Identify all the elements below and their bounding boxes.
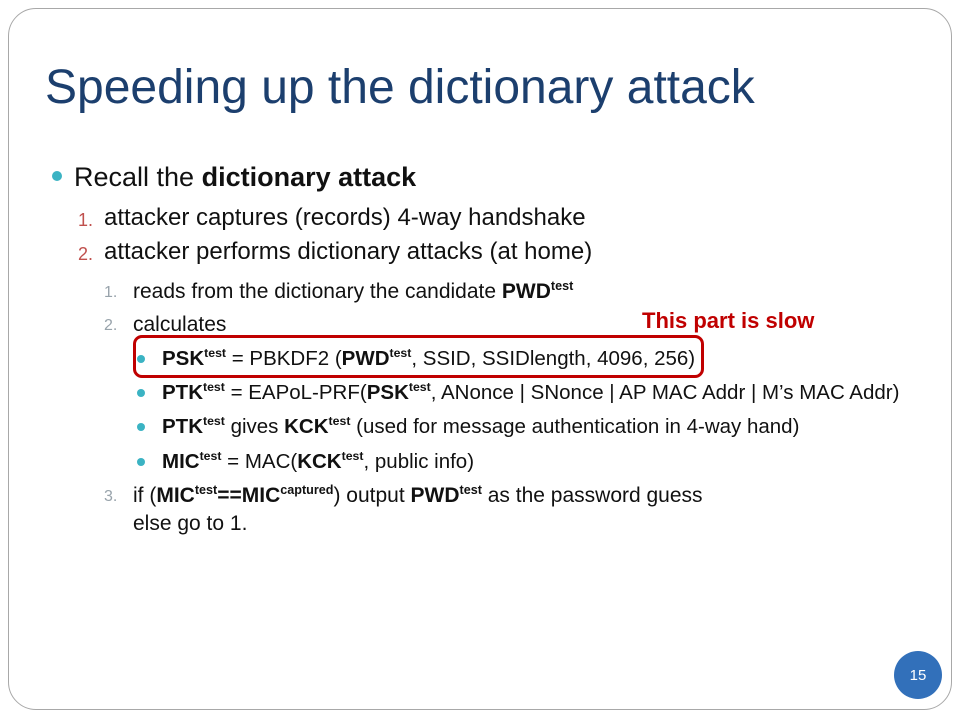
step-number: 1. [78, 210, 94, 230]
calc-superscript: test [204, 346, 227, 361]
calc-text: , public info) [363, 450, 475, 473]
calc-item: MICtest = MAC(KCKtest, public info) [162, 449, 475, 473]
substep-number: 2. [104, 317, 118, 334]
calc-superscript: test [199, 449, 222, 464]
substep-text: ) output [333, 484, 411, 507]
bullet-dot [137, 355, 145, 363]
calc-item: PTKtest = EAPoL-PRF(PSKtest, ANonce | SN… [162, 380, 900, 404]
page-number-badge: 15 [894, 651, 942, 699]
substep-line: if (MICtest==MICcaptured) output PWDtest… [133, 482, 703, 538]
calc-text: = MAC( [221, 450, 298, 473]
calc-superscript: test [408, 380, 431, 395]
calc-superscript: test [328, 414, 351, 429]
calc-text: = PBKDF2 ( [226, 347, 342, 370]
intro-emphasis: dictionary attack [201, 162, 417, 192]
calc-text: , ANonce | SNonce | AP MAC Addr | M’s MA… [430, 381, 900, 404]
substep-superscript: test [550, 279, 574, 294]
substep-text: if ( [133, 484, 157, 507]
calc-symbol: PWD [341, 347, 390, 370]
bullet-dot [137, 423, 145, 431]
slide-frame [8, 8, 952, 710]
calc-symbol: KCK [297, 450, 342, 473]
calc-superscript: test [203, 380, 225, 395]
calc-superscript: test [389, 346, 412, 361]
substep-superscript: captured [280, 483, 334, 498]
substep-variable: MIC [156, 484, 195, 507]
calc-symbol: MIC [162, 450, 200, 473]
intro-line: Recall the dictionary attack [74, 164, 416, 191]
step-number: 2. [78, 244, 94, 264]
calc-superscript: test [203, 414, 225, 429]
substep-text: calculates [133, 313, 227, 336]
calc-symbol: KCK [284, 415, 329, 438]
step-text: attacker performs dictionary attacks (at… [104, 238, 593, 265]
calc-symbol: PSK [162, 347, 205, 370]
substep-variable: ==MIC [217, 484, 281, 507]
calc-item: PTKtest gives KCKtest (used for message … [162, 414, 800, 438]
calc-symbol: PSK [366, 381, 409, 404]
calc-text: , SSID, SSIDlength, 4096, 256) [411, 347, 696, 370]
substep-continuation: else go to 1. [133, 512, 248, 535]
substep-text: as the password guess [481, 484, 703, 507]
substep-text: reads from the dictionary the candidate [133, 280, 502, 303]
highlight-box [133, 335, 704, 378]
intro-lead: Recall the [74, 162, 202, 192]
page-number: 15 [909, 666, 927, 684]
calc-item: PSKtest = PBKDF2 (PWDtest, SSID, SSIDlen… [162, 346, 696, 370]
bullet-dot [137, 458, 145, 466]
calc-symbol: PTK [162, 381, 203, 404]
substep-line: reads from the dictionary the candidate … [133, 279, 574, 303]
bullet-dot [52, 171, 62, 181]
calc-text: gives [224, 415, 285, 438]
substep-superscript: test [459, 483, 482, 498]
slide-title: Speeding up the dictionary attack [45, 61, 755, 114]
step-text: attacker captures (records) 4-way handsh… [104, 204, 586, 231]
substep-variable: PWD [501, 280, 551, 303]
substep-variable: PWD [410, 484, 460, 507]
calc-text: (used for message authentication in 4-wa… [350, 415, 800, 438]
callout-label: This part is slow [642, 308, 815, 333]
bullet-dot [137, 389, 145, 397]
calc-superscript: test [341, 449, 364, 464]
substep-number: 3. [104, 488, 118, 505]
substep-superscript: test [194, 483, 218, 498]
calc-symbol: PTK [162, 415, 203, 438]
calc-text: = EAPoL-PRF( [224, 381, 367, 404]
substep-number: 1. [104, 284, 118, 301]
